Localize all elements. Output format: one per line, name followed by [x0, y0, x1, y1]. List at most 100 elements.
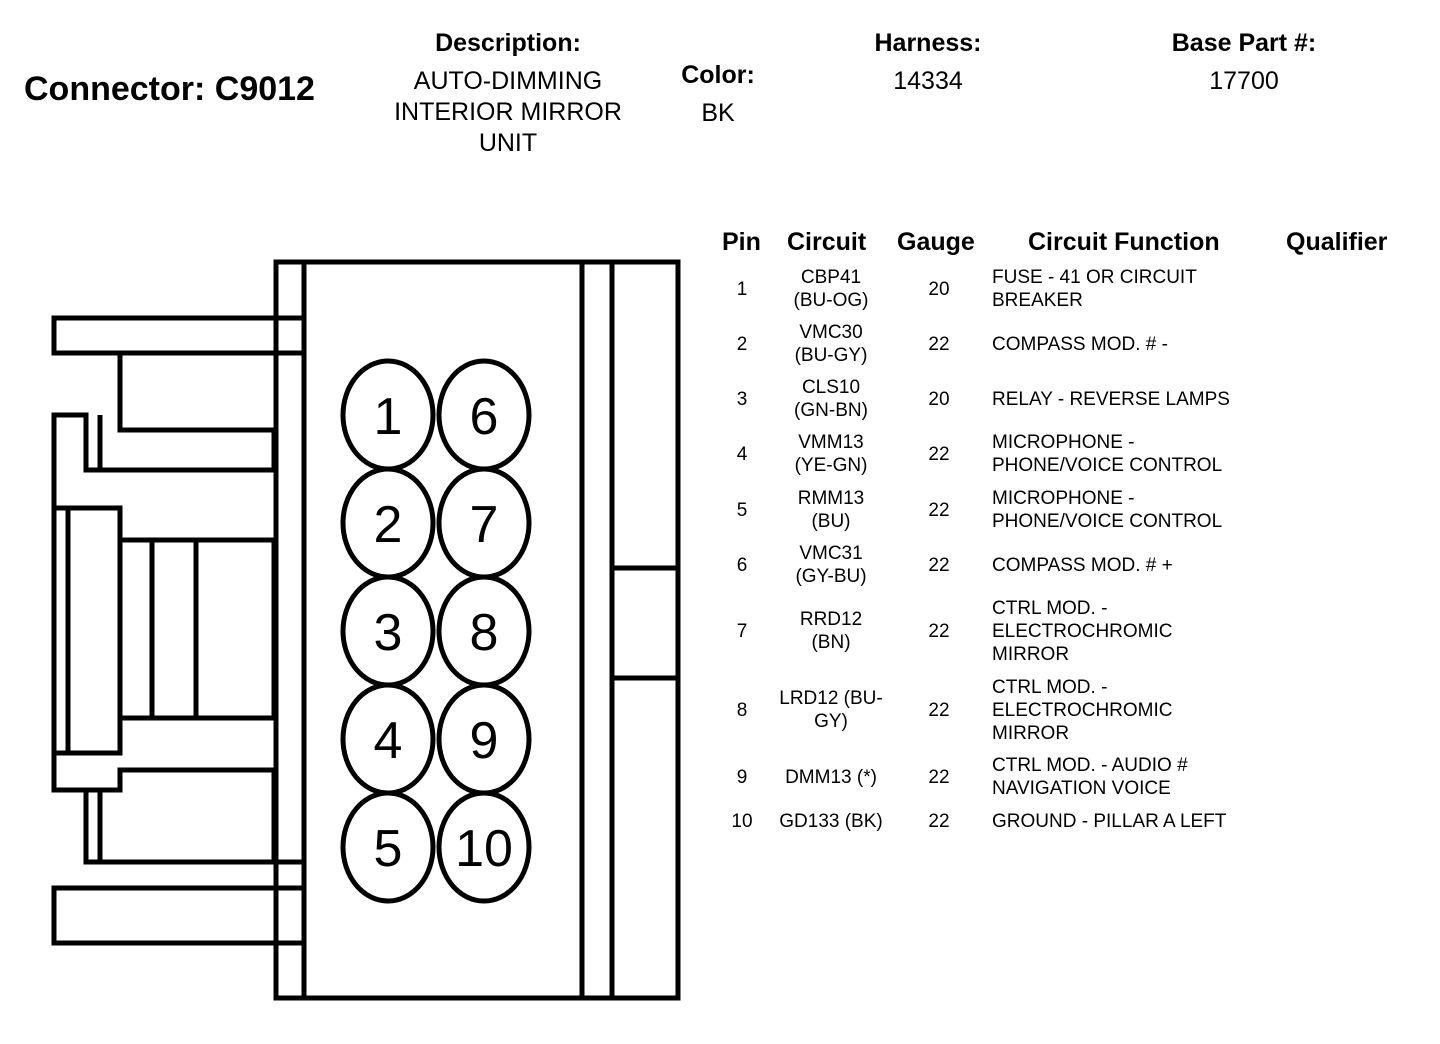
- base-part-value: 17700: [1209, 67, 1279, 95]
- circuit-line: DMM13 (*): [785, 766, 877, 788]
- table-row: 10 GD133 (BK) 22 GROUND - PILLAR A LEFT: [700, 810, 1420, 833]
- table-row: 3 CLS10(GN-BN) 20 RELAY - REVERSE LAMPS: [700, 376, 1420, 422]
- col-circuit-function: Circuit Function: [1028, 228, 1220, 256]
- pin-number: 10: [731, 810, 753, 832]
- col-qualifier: Qualifier: [1286, 228, 1388, 256]
- circuit-line: GY): [814, 711, 848, 732]
- circuit-line: (GN-BN): [794, 400, 868, 421]
- circuit-cell: GD133 (BK): [770, 810, 892, 833]
- pin-number-1: 1: [374, 388, 403, 446]
- latch: [609, 565, 681, 681]
- pin-number-5: 5: [374, 820, 403, 878]
- col-circuit: Circuit: [787, 228, 867, 256]
- circuit-cell: CLS10(GN-BN): [770, 376, 892, 422]
- circuit-line: (BU): [811, 511, 851, 532]
- col-pin: Pin: [722, 228, 761, 256]
- function-line: GROUND - PILLAR A LEFT: [992, 810, 1227, 832]
- pin-number-4: 4: [374, 712, 403, 770]
- left-rail-step-low: [86, 767, 277, 862]
- pin-number-10: 10: [455, 820, 513, 878]
- description-label: Description:: [435, 29, 581, 57]
- function-line: ELECTROCHROMIC: [992, 699, 1173, 721]
- left-tab-lower: [51, 885, 304, 946]
- connector-title: Connector: C9012: [24, 70, 315, 108]
- left-rail: [51, 353, 304, 865]
- circuit-cell: DMM13 (*): [770, 754, 892, 800]
- pin-number-7: 7: [470, 496, 499, 554]
- pin-cavity-10: [436, 790, 532, 904]
- circuit-function-cell: GROUND - PILLAR A LEFT: [992, 810, 1282, 833]
- gauge-cell: 22: [928, 766, 950, 788]
- circuit-function-cell: MICROPHONE -PHONE/VOICE CONTROL: [992, 431, 1282, 477]
- pin-number-8: 8: [470, 604, 499, 662]
- pin-number: 1: [736, 278, 748, 300]
- function-line: PHONE/VOICE CONTROL: [992, 455, 1223, 476]
- function-line: MICROPHONE -: [992, 432, 1135, 453]
- color-label: Color:: [681, 61, 755, 89]
- function-line: FUSE - 41 OR CIRCUIT: [992, 267, 1197, 288]
- circuit-cell: VMM13(YE-GN): [770, 431, 892, 477]
- pin-number-6: 6: [470, 388, 499, 446]
- circuit-function-cell: CTRL MOD. - AUDIO #NAVIGATION VOICE: [992, 754, 1282, 800]
- function-line: BREAKER: [992, 290, 1083, 311]
- function-line: NAVIGATION VOICE: [992, 778, 1171, 799]
- qualifier-cell: [1282, 597, 1412, 666]
- circuit-line: (BN): [811, 632, 851, 653]
- circuit-line: CLS10: [801, 377, 861, 398]
- function-line: PHONE/VOICE CONTROL: [992, 511, 1223, 532]
- table-row: 5 RMM13(BU) 22 MICROPHONE -PHONE/VOICE CONT…: [700, 487, 1420, 533]
- circuit-function-cell: COMPASS MOD. # -: [992, 321, 1282, 367]
- function-line: CTRL MOD. - AUDIO #: [992, 755, 1188, 776]
- gauge-cell: 22: [928, 810, 950, 832]
- description-line: INTERIOR MIRROR: [394, 98, 622, 126]
- description-line: AUTO-DIMMING: [413, 67, 603, 95]
- pin-number: 2: [736, 333, 748, 355]
- pin-number-2: 2: [374, 496, 403, 554]
- circuit-line: (BU-GY): [794, 345, 868, 366]
- pin-number: 9: [736, 766, 748, 788]
- description-value: AUTO-DIMMING INTERIOR MIRROR UNIT: [360, 66, 656, 159]
- function-line: COMPASS MOD. # +: [992, 554, 1173, 576]
- base-part-label: Base Part #:: [1171, 29, 1317, 57]
- pin-number: 7: [736, 620, 748, 642]
- circuit-function-cell: COMPASS MOD. # +: [992, 542, 1282, 588]
- qualifier-cell: [1282, 754, 1412, 800]
- circuit-line: RRD12: [799, 609, 863, 630]
- pin-number: 5: [736, 499, 748, 521]
- circuit-cell: CBP41(BU-OG): [770, 266, 892, 312]
- function-line: RELAY - REVERSE LAMPS: [992, 388, 1230, 410]
- pin-number-9: 9: [470, 712, 499, 770]
- pin-number: 3: [736, 388, 748, 410]
- function-line: MIRROR: [992, 722, 1070, 744]
- pin-number: 6: [736, 554, 748, 576]
- gauge-cell: 22: [928, 499, 950, 521]
- pin-cavity-5: [340, 790, 436, 904]
- left-rail-step: [54, 505, 123, 756]
- circuit-cell: LRD12 (BU-GY): [770, 676, 892, 745]
- circuit-line: (GY-BU): [795, 566, 867, 587]
- description-line: UNIT: [478, 129, 538, 157]
- qualifier-cell: [1282, 676, 1412, 745]
- qualifier-cell: [1282, 266, 1412, 312]
- circuit-function-cell: RELAY - REVERSE LAMPS: [992, 376, 1282, 422]
- function-line: MIRROR: [992, 643, 1070, 665]
- pin-number: 8: [736, 699, 748, 721]
- circuit-cell: RMM13(BU): [770, 487, 892, 533]
- function-line: MICROPHONE -: [992, 488, 1135, 509]
- gauge-cell: 22: [928, 620, 950, 642]
- qualifier-cell: [1282, 810, 1412, 833]
- gauge-cell: 20: [928, 388, 950, 410]
- gauge-cell: 22: [928, 554, 950, 576]
- circuit-cell: RRD12(BN): [770, 597, 892, 666]
- pin-number: 4: [736, 443, 748, 465]
- col-gauge: Gauge: [897, 228, 975, 256]
